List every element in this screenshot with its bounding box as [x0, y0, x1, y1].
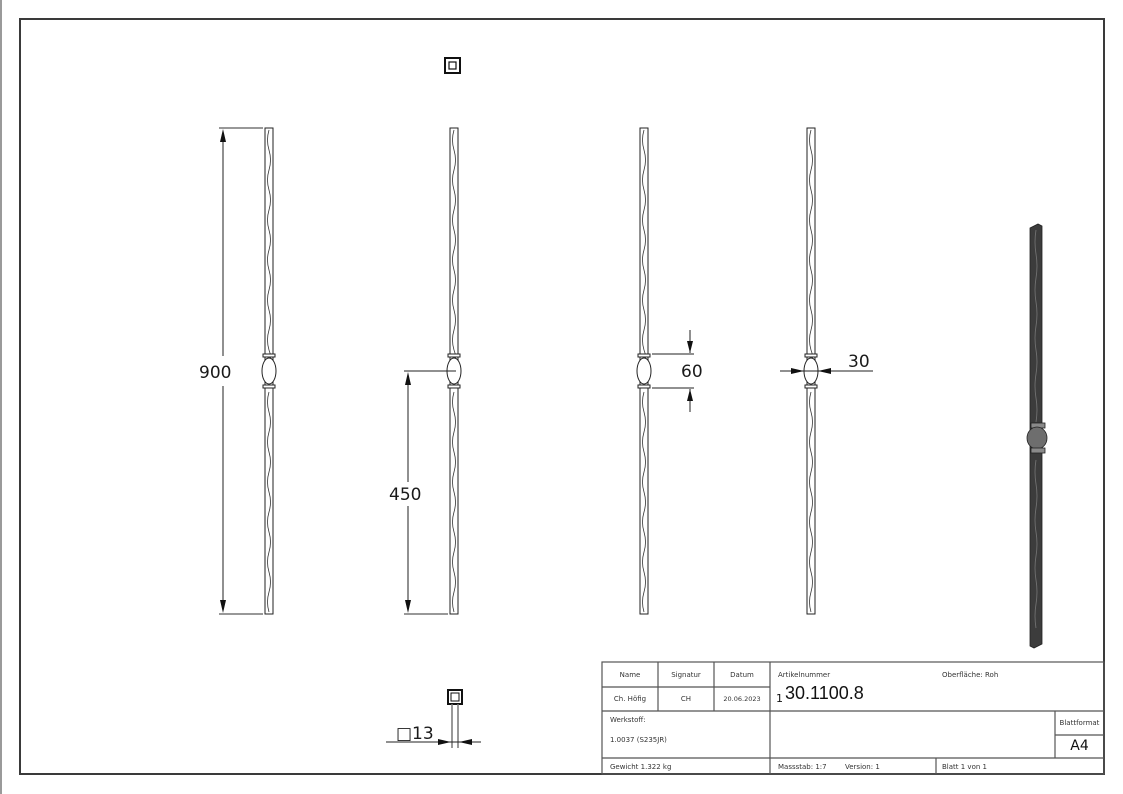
- isometric-view: [1026, 223, 1048, 649]
- blattformat: A4: [1070, 738, 1089, 754]
- page-edge: [0, 0, 2, 794]
- header-name: Name: [619, 671, 641, 679]
- header-datum: Datum: [730, 671, 754, 679]
- dim-ball-position: 450: [389, 485, 421, 505]
- artikelnummer-prefix: 1: [776, 692, 783, 705]
- dim-square-section: □13: [396, 724, 434, 744]
- section-view: □13: [386, 689, 481, 748]
- blatt: Blatt 1 von 1: [942, 763, 987, 771]
- value-name: Ch. Höfig: [613, 695, 647, 703]
- title-block-grid: [601, 661, 1105, 775]
- werkstoff-label: Werkstoff:: [610, 716, 646, 724]
- dim-ball-height: 60: [681, 362, 703, 382]
- dim-ball-width: 30: [848, 352, 870, 372]
- value-signatur: CH: [680, 695, 692, 703]
- value-datum: 20.06.2023: [723, 695, 761, 703]
- front-view-4: 30: [780, 127, 873, 615]
- oberflaeche: Oberfläche: Roh: [942, 671, 999, 679]
- drawing-frame: [19, 18, 1105, 775]
- top-view-square: [444, 57, 461, 74]
- artikelnummer-label: Artikelnummer: [778, 671, 831, 679]
- gewicht: Gewicht 1.322 kg: [610, 763, 672, 771]
- massstab: Massstab: 1:7: [778, 763, 827, 771]
- header-signatur: Signatur: [671, 671, 701, 679]
- front-view-3: 60: [636, 127, 703, 615]
- front-view-1: 900: [199, 127, 277, 615]
- artikelnummer: 30.1100.8: [785, 683, 864, 703]
- dim-total-height: 900: [199, 363, 231, 383]
- front-view-2: 450: [389, 127, 462, 615]
- werkstoff: 1.0037 (S235JR): [610, 736, 667, 744]
- blattformat-label: Blattformat: [1059, 719, 1100, 727]
- version: Version: 1: [845, 763, 880, 771]
